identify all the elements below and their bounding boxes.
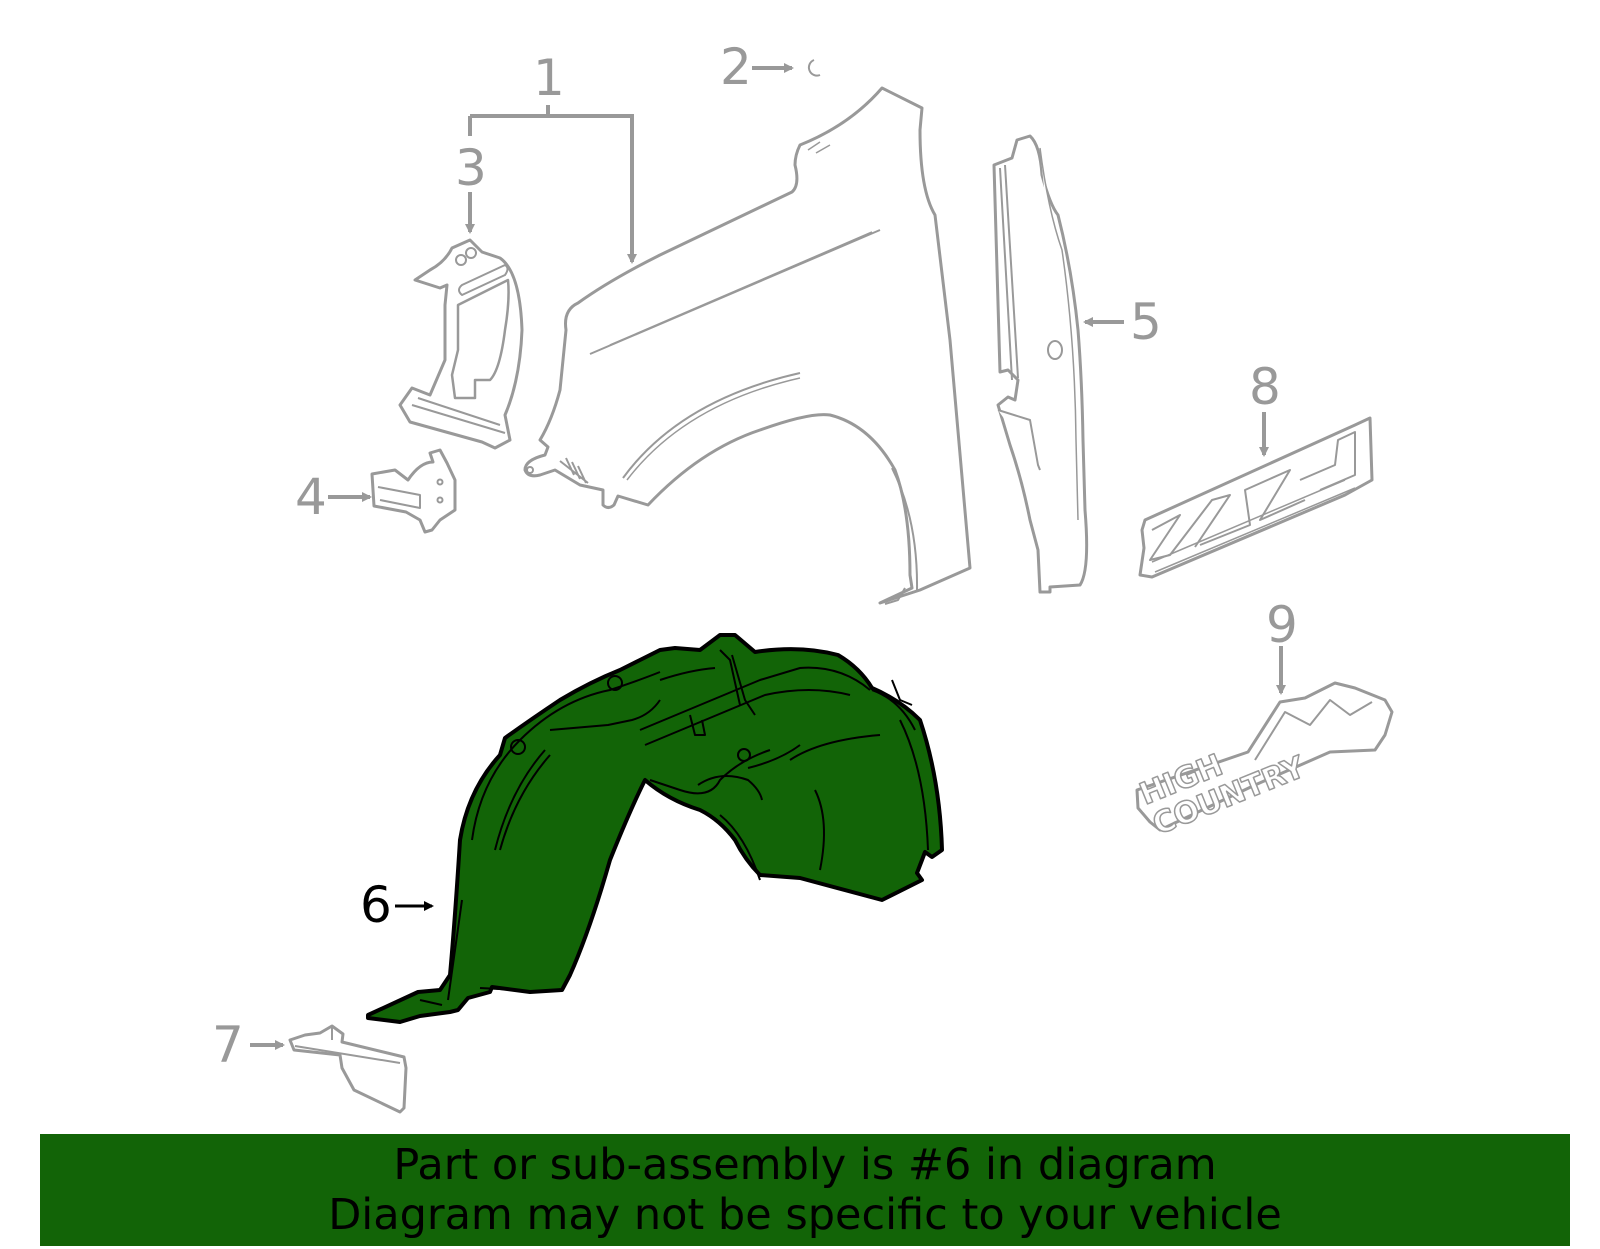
callout-2[interactable]: 2: [720, 38, 752, 96]
leader-lines: [250, 63, 1286, 1050]
part-2-clip[interactable]: [807, 59, 821, 77]
banner-line-disclaimer: Diagram may not be specific to your vehi…: [328, 1190, 1282, 1240]
callout-6[interactable]: 6: [360, 876, 392, 934]
callout-5[interactable]: 5: [1130, 293, 1162, 351]
callout-4[interactable]: 4: [295, 468, 327, 526]
info-banner: Part or sub-assembly is #6 in diagram Di…: [40, 1134, 1570, 1246]
callout-1[interactable]: 1: [533, 49, 565, 107]
banner-line-part-number: Part or sub-assembly is #6 in diagram: [393, 1140, 1217, 1190]
callout-9[interactable]: 9: [1266, 596, 1298, 654]
part-6-fender-liner[interactable]: [366, 633, 944, 1024]
part-1-fender[interactable]: [523, 86, 972, 605]
callout-3[interactable]: 3: [455, 139, 487, 197]
part-9-high-country-emblem[interactable]: HIGH COUNTRY: [1134, 681, 1394, 843]
callout-7[interactable]: 7: [212, 1016, 244, 1074]
part-3-fender-bracket[interactable]: [398, 238, 524, 450]
part-7-splash-shield[interactable]: [288, 1024, 408, 1114]
part-8-z71-emblem[interactable]: [1138, 416, 1374, 579]
part-5-rear-seal-panel[interactable]: [992, 134, 1089, 594]
callout-8[interactable]: 8: [1249, 358, 1281, 416]
part-4-bracket[interactable]: [370, 448, 457, 534]
